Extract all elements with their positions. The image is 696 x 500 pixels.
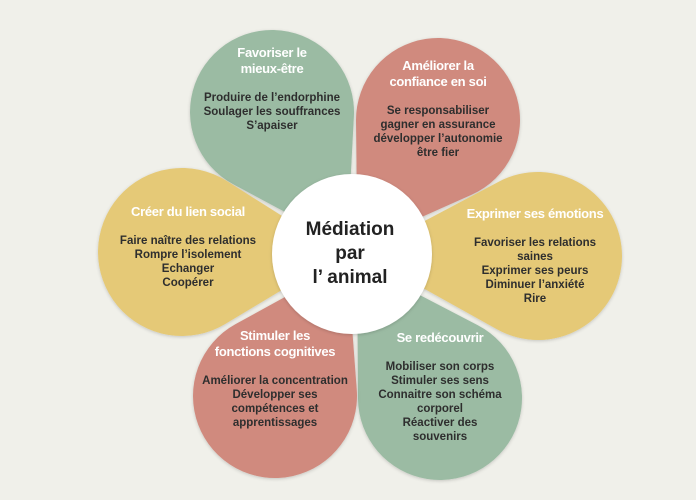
petal-item: corporel	[416, 403, 463, 415]
petal-item: Rompre l’isolement	[134, 249, 242, 261]
petal-item: Rire	[523, 293, 547, 305]
petal-item: compétences et	[231, 403, 319, 415]
petal-item: S’apaiser	[246, 120, 298, 132]
petal-title-line: Créer du lien social	[131, 204, 245, 219]
petal-title-line: fonctions cognitives	[214, 344, 336, 359]
petal-item: Favoriser les relations	[473, 237, 597, 249]
petal-emotions	[361, 172, 622, 340]
petal-item: Faire naître des relations	[119, 235, 257, 247]
petal-title: Exprimer ses émotions	[467, 206, 604, 222]
petal-item: saines	[517, 251, 553, 263]
center-title-line: Médiation	[305, 219, 395, 240]
petal-item: souvenirs	[412, 431, 468, 443]
petal-item: apprentissages	[232, 417, 318, 429]
petal-item: gagner en assurance	[380, 119, 496, 131]
petal-item: Améliorer la concentration	[202, 375, 348, 387]
petal-item: Produire de l’endorphine	[203, 92, 341, 104]
petal-title: Se redécouvrir	[378, 330, 501, 346]
petal-item: Stimuler ses sens	[391, 375, 489, 387]
petal-item: Diminuer l’anxiété	[485, 279, 585, 291]
petal-item: Réactiver des	[402, 417, 478, 429]
petal-title-line: Favoriser le	[237, 45, 307, 60]
petal-items: Se responsabiliser gagner en assurance dév…	[373, 104, 502, 160]
petal-item: Exprimer ses peurs	[481, 265, 589, 277]
petal-title: Créer du lien social	[120, 204, 256, 220]
petal-title-line: confiance en soi	[389, 74, 487, 89]
petal-title-line: Se redécouvrir	[396, 330, 484, 345]
petal-item: Echanger	[161, 263, 215, 275]
petal-item: développer l’autonomie	[373, 133, 503, 145]
petal-title-line: mieux-être	[240, 61, 304, 76]
center-circle	[272, 174, 432, 334]
petal-item: Connaitre son schéma	[378, 389, 502, 401]
petal-item: Se responsabiliser	[386, 105, 490, 117]
petal-title-line: Exprimer ses émotions	[466, 206, 604, 221]
center-title-line: l’ animal	[312, 267, 388, 288]
center-title-line: par	[335, 243, 365, 264]
petal-item: Développer ses	[232, 389, 318, 401]
petal-title-line: Améliorer la	[402, 58, 474, 73]
center-title: Médiation par l’ animal	[306, 218, 395, 290]
petal-item: être fier	[416, 147, 460, 159]
petal-item: Soulager les souffrances	[203, 106, 341, 118]
petal-lien-social	[98, 168, 343, 337]
petal-title-line: Stimuler les	[239, 328, 311, 343]
petal-item: Coopérer	[162, 277, 214, 289]
petal-item: Mobiliser son corps	[385, 361, 495, 373]
